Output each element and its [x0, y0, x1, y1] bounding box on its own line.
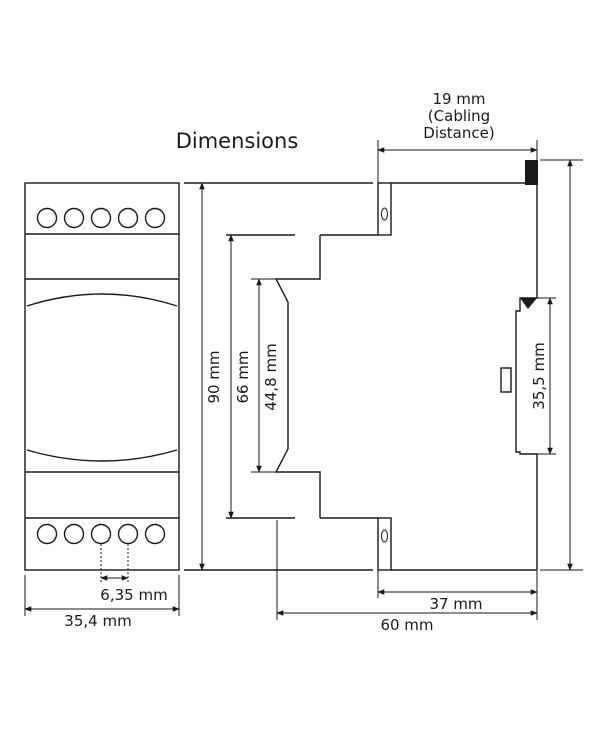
height-total-label: 90 mm: [205, 350, 223, 403]
terminal-block-bottom: [377, 517, 392, 571]
side-view: [184, 160, 538, 571]
side-profile: [274, 235, 321, 518]
height-mid-label: 66 mm: [234, 350, 252, 403]
depth-body-label: 37 mm: [429, 595, 482, 613]
din-rail-clip: [515, 297, 538, 570]
cabling-label-line2: (Cabling: [428, 107, 490, 125]
release-slot: [500, 367, 512, 393]
cabling-label-line1: 19 mm: [432, 90, 485, 108]
front-width-label: 35,4 mm: [64, 612, 131, 630]
rail-label: 35,5 mm: [530, 342, 548, 409]
terminal-row-bottom: [36, 523, 166, 545]
pitch-label: 6,35 mm: [100, 586, 167, 604]
terminal-row-top: [36, 207, 166, 229]
cabling-label-line3: Distance): [423, 124, 494, 142]
front-cover-curve-bottom: [26, 449, 178, 462]
cabling-block: [525, 160, 538, 185]
front-view: 6,35 mm 35,4 mm: [24, 182, 180, 630]
front-cover-curve-top: [26, 293, 178, 307]
depth-total-label: 60 mm: [380, 616, 433, 634]
diagram-title: Dimensions: [176, 129, 299, 153]
front-view-outline: [24, 182, 180, 571]
terminal-block-top: [377, 182, 392, 236]
height-inner-label: 44,8 mm: [262, 343, 280, 410]
